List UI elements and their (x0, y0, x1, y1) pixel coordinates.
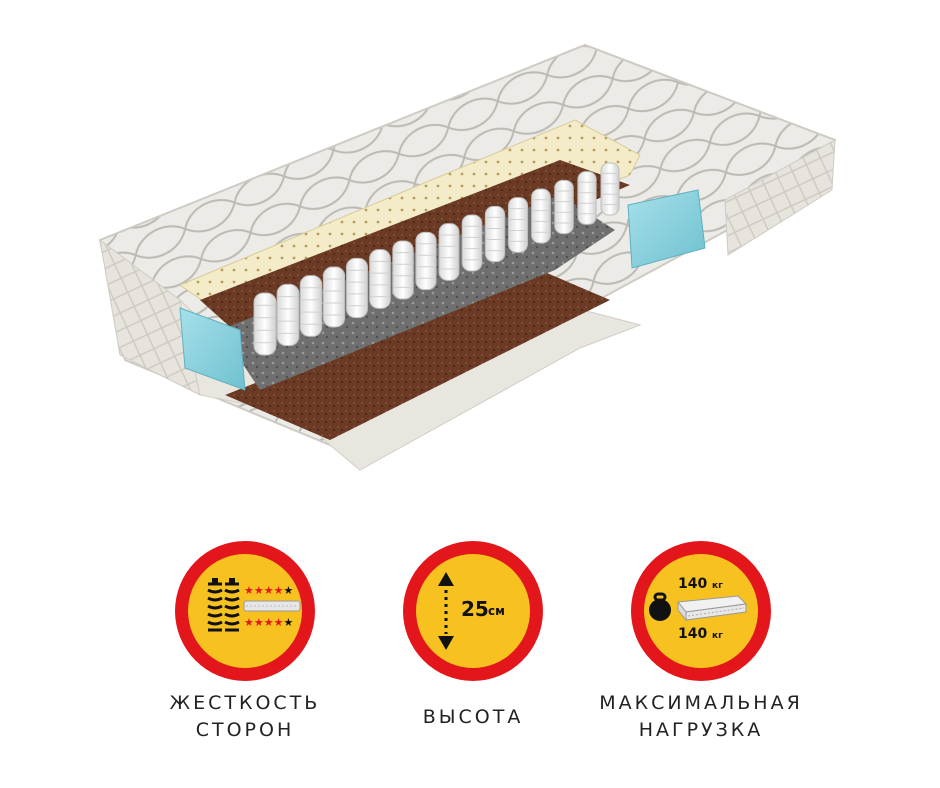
height-arrow-icon (438, 572, 454, 650)
pocket-spring (369, 249, 391, 309)
mattress-side-right (724, 139, 836, 256)
mattress-mini-icon (677, 595, 748, 622)
weight-icon (649, 592, 671, 621)
pocket-spring (461, 214, 483, 272)
coconut-layer-bottom (225, 270, 610, 440)
caption-line: МАКСИМАЛЬНАЯ (599, 692, 803, 714)
caption-side-firmness: ЖЕСТКОСТЬ СТОРОН (125, 690, 365, 744)
svg-text:★★★★★: ★★★★★ (244, 616, 293, 629)
pocket-spring (531, 188, 551, 244)
pocket-spring (346, 257, 368, 319)
pocket-spring (276, 283, 300, 347)
foam-block-left (179, 307, 246, 391)
pocket-spring (392, 240, 414, 300)
pocket-spring (507, 197, 529, 253)
height-unit: см (488, 604, 505, 618)
load-bottom-value: 140 (678, 626, 707, 642)
caption-line: СТОРОН (195, 719, 295, 741)
caption-line: ЖЕСТКОСТЬ (169, 692, 321, 714)
load-bottom-unit: кг (712, 631, 723, 641)
mattress-image (98, 43, 837, 471)
caption-line: ВЫСОТА (422, 706, 524, 728)
springs-stars-icon: ★★★★★ ★★★★★ (207, 578, 301, 632)
caption-line: НАГРУЗКА (638, 719, 764, 741)
load-top-value: 140 (678, 576, 707, 592)
caption-height: ВЫСОТА (353, 704, 593, 731)
pocket-spring (253, 292, 277, 356)
foam-block-right (627, 189, 706, 269)
pocket-spring (577, 171, 597, 225)
caption-max-load: МАКСИМАЛЬНАЯ НАГРУЗКА (581, 690, 821, 744)
pocket-spring (299, 275, 323, 337)
pocket-spring (415, 231, 437, 291)
spring-row (253, 162, 620, 356)
height-value: 25 (461, 597, 489, 621)
pocket-spring (554, 179, 574, 235)
badge-side-firmness: ★★★★★ ★★★★★ (170, 536, 320, 686)
badge-height: 25 см (398, 536, 548, 686)
pocket-spring (322, 266, 346, 328)
pocket-spring (438, 223, 460, 281)
badge-max-load: 140 кг 140 кг (626, 536, 776, 686)
load-top-unit: кг (712, 581, 723, 591)
pocket-spring (484, 205, 506, 263)
pocket-spring (600, 162, 620, 216)
svg-text:★★★★★: ★★★★★ (244, 584, 293, 597)
